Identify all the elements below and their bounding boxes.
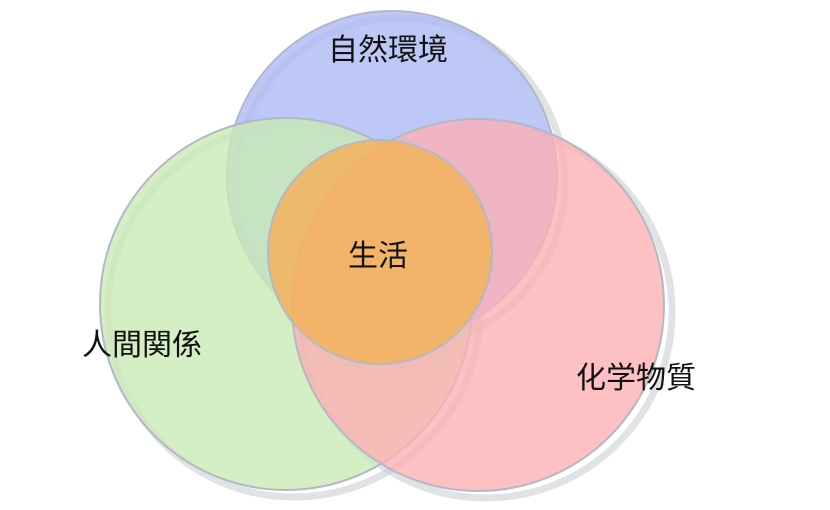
center-label: 生活 (348, 239, 408, 274)
nature-label: 自然環境 (328, 33, 448, 68)
chemical-label: 化学物質 (576, 361, 696, 396)
human-label: 人間関係 (82, 328, 202, 363)
center-circle (267, 139, 493, 365)
